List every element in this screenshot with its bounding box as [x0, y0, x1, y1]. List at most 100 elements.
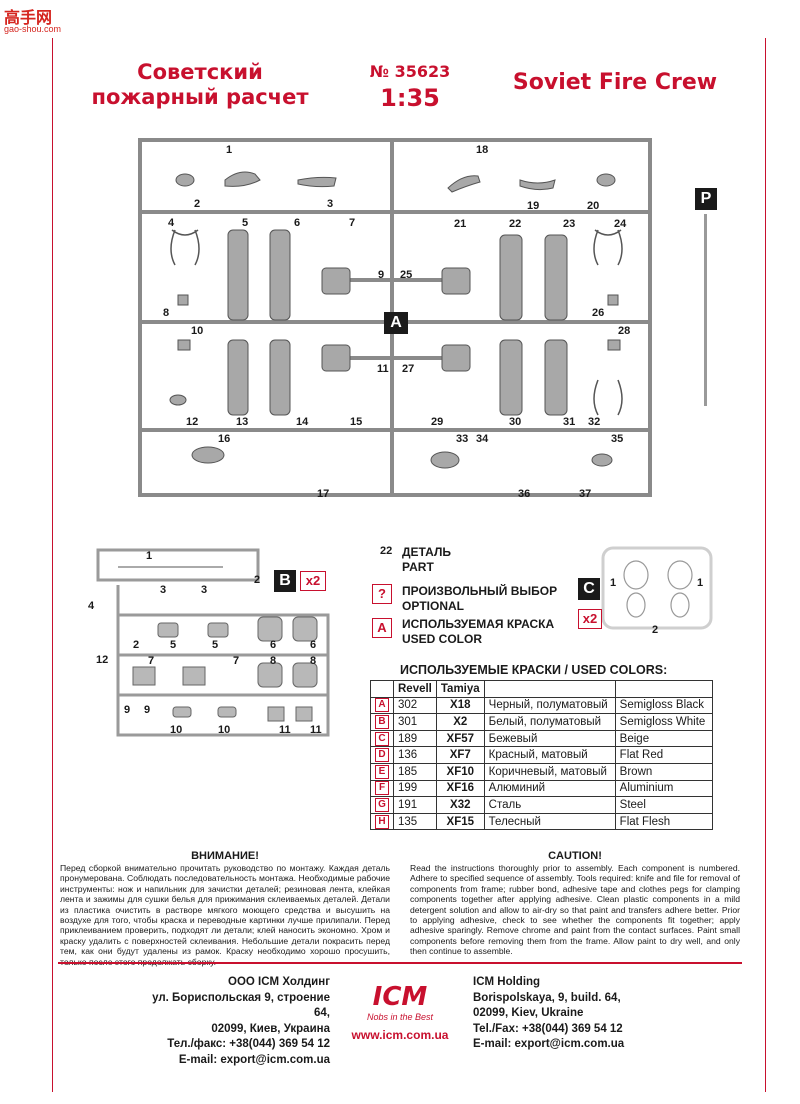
- header-tamiya: Tamiya: [435, 680, 485, 698]
- tamiya-cell: XF10: [435, 762, 485, 781]
- color-code-box: B: [375, 714, 389, 729]
- legend-part-number: 22: [380, 545, 393, 557]
- color-code-box: F: [375, 781, 389, 796]
- tamiya-cell: XF57: [435, 729, 485, 748]
- color-code-box: E: [375, 764, 389, 779]
- part-number-7: 7: [349, 217, 356, 229]
- sprue-b-part-7b: 7: [233, 655, 240, 667]
- sprue-b-part-9b: 9: [144, 704, 151, 716]
- revell-cell: 301: [393, 713, 437, 731]
- tamiya-cell: X18: [435, 696, 485, 715]
- part-number-23: 23: [563, 218, 576, 230]
- footer-en-line: Tel./Fax: +38(044) 369 54 12: [473, 1022, 623, 1035]
- icm-website: www.icm.com.ua: [351, 1028, 449, 1042]
- legend-optional-en: OPTIONAL: [402, 599, 464, 613]
- color-code-box: C: [375, 731, 389, 746]
- sprue-b-part-11b: 11: [310, 724, 322, 736]
- part-number-28: 28: [618, 325, 631, 337]
- part-number-5: 5: [242, 217, 249, 229]
- footer-address-en: ICM Holding Borispolskaya, 9, build. 64,…: [473, 975, 673, 1053]
- sprue-c-multiplier: x2: [578, 609, 602, 629]
- part-number-13: 13: [236, 416, 249, 428]
- icm-logo-text: ICM: [372, 982, 428, 1012]
- kit-number: № 35623: [369, 62, 451, 81]
- colors-title: ИСПОЛЬЗУЕМЫЕ КРАСКИ / USED COLORS:: [400, 663, 668, 677]
- legend-color-ru: ИСПОЛЬЗУЕМАЯ КРАСКА: [402, 617, 555, 631]
- sprue-b-part-10a: 10: [170, 724, 183, 736]
- header-revell: Revell: [393, 680, 437, 698]
- part-number-8: 8: [163, 307, 170, 319]
- footer-ru-line: ООО ICM Холдинг: [228, 976, 330, 988]
- color-code: F: [370, 779, 394, 798]
- sprue-b-label: B: [274, 570, 296, 592]
- tamiya-cell: XF16: [435, 779, 485, 798]
- part-number-25: 25: [400, 269, 413, 281]
- sprue-b-part-10b: 10: [218, 724, 231, 736]
- en-cell: Aluminium: [614, 779, 713, 798]
- header-en: [614, 680, 713, 698]
- sprue-b-multiplier: x2: [300, 571, 326, 591]
- title-en: Soviet Fire Crew: [512, 70, 718, 95]
- legend-color: ИСПОЛЬЗУЕМАЯ КРАСКА USED COLOR: [402, 617, 554, 647]
- sprue-c-drawing: [601, 546, 713, 630]
- sprue-c-part-1a: 1: [610, 577, 617, 589]
- warning-ru-title: ВНИМАНИЕ!: [191, 850, 259, 862]
- en-cell: Flat Red: [614, 746, 713, 764]
- part-number-12: 12: [186, 416, 199, 428]
- revell-cell: 302: [393, 696, 437, 715]
- part-number-10: 10: [191, 325, 204, 337]
- ru-cell: Черный, полуматовый: [483, 696, 616, 715]
- color-code: A: [370, 696, 394, 715]
- warning-ru-text: Перед сборкой внимательно прочитать руко…: [60, 863, 390, 967]
- part-number-29: 29: [431, 416, 444, 428]
- sprue-b-part-11a: 11: [279, 724, 291, 736]
- color-code-box: H: [375, 814, 389, 829]
- ru-cell: Алюминий: [483, 779, 616, 798]
- part-number-19: 19: [527, 200, 540, 212]
- footer-ru-line: 02099, Киев, Украина: [211, 1022, 330, 1035]
- ru-cell: Коричневый, матовый: [483, 762, 616, 781]
- color-code: C: [370, 729, 394, 748]
- part-number-4: 4: [168, 217, 175, 229]
- revell-cell: 199: [393, 779, 437, 798]
- sprue-p-rod: [704, 214, 707, 406]
- colors-table-header: Revell Tamiya: [370, 680, 713, 698]
- color-code: E: [370, 762, 394, 781]
- revell-cell: 185: [393, 762, 437, 781]
- icm-logo: ICM Nobs in the Best www.icm.com.ua: [348, 982, 452, 1042]
- en-cell: Beige: [614, 729, 713, 748]
- sprue-b-part-6a: 6: [270, 639, 277, 651]
- watermark-url: gao-shou.com: [4, 24, 62, 34]
- color-code: B: [370, 713, 394, 731]
- sprue-b-part-6b: 6: [310, 639, 317, 651]
- revell-cell: 191: [393, 796, 437, 814]
- sprue-b-part-2b: 2: [133, 639, 140, 651]
- icm-slogan: Nobs in the Best: [366, 1012, 434, 1022]
- en-cell: Semigloss White: [614, 713, 713, 731]
- tamiya-cell: XF15: [435, 812, 485, 831]
- legend-color-en: USED COLOR: [402, 632, 483, 646]
- part-number-22: 22: [509, 218, 522, 230]
- sprue-c-part-1b: 1: [697, 577, 704, 589]
- warning-en-title: CAUTION!: [548, 850, 602, 862]
- sprue-b-part-1: 1: [146, 550, 153, 562]
- legend-optional: ПРОИЗВОЛЬНЫЙ ВЫБОР OPTIONAL: [402, 584, 557, 614]
- part-number-17: 17: [317, 488, 330, 500]
- footer-en-line: E-mail: export@icm.com.ua: [473, 1038, 625, 1050]
- sprue-b-drawing: [96, 548, 330, 737]
- color-symbol: A: [372, 618, 392, 638]
- part-number-21: 21: [454, 218, 467, 230]
- part-number-3: 3: [327, 198, 334, 210]
- ru-cell: Белый, полуматовый: [483, 713, 616, 731]
- legend-part-ru: ДЕТАЛЬ: [402, 545, 451, 559]
- part-number-18: 18: [476, 144, 489, 156]
- sprue-b-part-3a: 3: [160, 584, 167, 596]
- optional-symbol: ?: [372, 584, 392, 604]
- footer-en-line: Borispolskaya, 9, build. 64,: [473, 991, 621, 1004]
- part-number-30: 30: [509, 416, 522, 428]
